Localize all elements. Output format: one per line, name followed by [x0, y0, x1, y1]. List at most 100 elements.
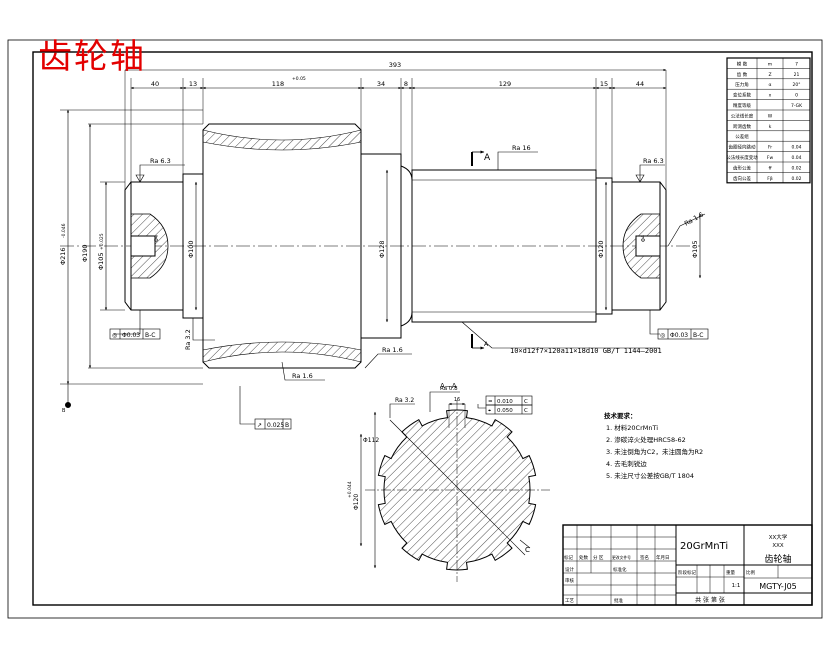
dim-118: 118 — [272, 80, 284, 88]
dim-40: 40 — [151, 80, 159, 88]
title-block — [562, 524, 813, 606]
tech-requirements: 技术要求： 1. 材料20CrMnTi 2. 渗碳淬火处理HRC58-62 3.… — [604, 411, 703, 480]
tb-material: 20GrMnTi — [680, 541, 728, 552]
param-cell: k — [769, 124, 772, 130]
main-view — [60, 68, 706, 425]
param-cell: 0.02 — [791, 165, 801, 171]
ra-16-step: Ra 1.6 — [382, 346, 403, 354]
datum-c: C — [525, 546, 530, 554]
tb-scale: 1:1 — [732, 583, 741, 589]
dim-118-tol: +0.05 — [292, 76, 306, 82]
param-cell: Z — [768, 72, 771, 78]
svg-text:B: B — [285, 422, 289, 429]
tb-label-ratio: 比例 — [746, 569, 755, 576]
fcf-runout: ↗ 0.025 B — [254, 418, 292, 430]
tb-label-count: 处数 — [579, 554, 588, 561]
tb-label-weight: 重量 — [726, 569, 735, 576]
tech-heading: 技术要求： — [604, 411, 637, 420]
tb-sheet-info: 共 张 第 张 — [695, 596, 725, 604]
tech-item: 1. 材料20CrMnTi — [606, 423, 658, 432]
tech-item: 2. 渗碳淬火处理HRC58-62 — [606, 435, 686, 444]
tb-label-zone: 分 区 — [593, 554, 604, 561]
dim-34: 34 — [377, 80, 385, 88]
param-cell: 0.02 — [791, 176, 801, 182]
tb-school: XX大学 — [769, 533, 788, 541]
section-a-a: A—A — [359, 382, 550, 582]
section-marker-bottom: A — [484, 341, 489, 348]
dim-4-right: Φ4 — [641, 235, 647, 242]
datum-b: B — [62, 408, 66, 414]
param-cell: 21 — [794, 72, 800, 78]
param-cell: 齿 数 — [737, 71, 748, 78]
param-cell: x — [769, 94, 772, 99]
dim-4-left: Φ4 — [154, 235, 160, 242]
outer-border — [7, 39, 823, 619]
dim-tip-diameter: Φ216 — [59, 247, 67, 265]
tech-item: 3. 未注倒角为C2，未注圆角为R2 — [606, 447, 703, 456]
ra-16-shaft: Ra 16 — [512, 144, 531, 152]
inner-border — [32, 51, 813, 606]
svg-text:Φ0.03: Φ0.03 — [122, 332, 140, 339]
param-cell: α — [769, 83, 772, 88]
param-cell: 0.04 — [791, 155, 801, 161]
param-cell: ff — [768, 165, 772, 171]
tech-item: 4. 去毛刺锐边 — [606, 459, 647, 468]
param-cell: 变位系数 — [733, 92, 751, 99]
tb-label-design: 设计 — [565, 566, 574, 573]
param-cell: Fβ — [767, 176, 773, 182]
dim-120-right: Φ120 — [597, 240, 605, 258]
section-marker-top: A — [484, 153, 491, 163]
ra-left-top: Ra 6.3 — [150, 157, 171, 165]
dim-105-left-tol: +0.025 — [99, 233, 105, 250]
ra-16-right: Ra 1.6 — [683, 210, 705, 227]
dim-100: Φ100 — [187, 240, 195, 258]
param-cell: Fw — [767, 155, 774, 161]
param-cell: 模 数 — [737, 60, 748, 67]
dim-105-right: Φ105 — [691, 240, 699, 258]
ra-32-left: Ra 3.2 — [184, 329, 192, 350]
part-title: 齿轮轴 — [38, 37, 146, 77]
fcf-left: ◎ Φ0.03 B-C — [109, 328, 161, 340]
param-cell: Fr — [768, 145, 772, 151]
dim-120-section-tol: +0.044 — [347, 481, 353, 498]
dim-190: Φ190 — [81, 244, 89, 262]
dim-129: 129 — [499, 80, 511, 88]
tb-drawing-no: MGTY-J05 — [759, 582, 797, 591]
tb-label-sign: 签名 — [640, 554, 649, 561]
fcf-right: ◎ Φ0.03 B-C — [657, 328, 709, 340]
spline-callout: 10×d12f7×120a11×18d10 GB/T 1144—2001 — [510, 347, 662, 355]
param-cell: 7 — [795, 61, 798, 67]
param-cell: 公差组 — [735, 133, 749, 140]
tb-label-approve: 批准 — [614, 597, 623, 604]
svg-text:0.025: 0.025 — [267, 422, 284, 429]
svg-text:B-C: B-C — [693, 332, 703, 339]
param-cell: m — [768, 62, 772, 67]
section-label: A—A — [440, 382, 457, 390]
ra-32-section: Ra 3.2 — [395, 397, 414, 404]
dim-overall-length: 393 — [389, 61, 401, 69]
param-cell: 公法线长度变动 — [726, 154, 758, 161]
svg-text:◎: ◎ — [112, 332, 117, 339]
tb-label-stage: 阶段标记 — [678, 569, 696, 576]
dim-120-section: Φ120 — [353, 494, 360, 510]
dim-13: 13 — [189, 80, 197, 88]
param-cell: 0 — [795, 93, 798, 99]
param-cell: 跨测齿数 — [733, 123, 751, 130]
dim-44: 44 — [636, 80, 644, 88]
dim-128: Φ128 — [378, 240, 386, 258]
tb-label-doc: 更改文件号 — [612, 555, 631, 560]
svg-text:⌖: ⌖ — [488, 408, 491, 414]
svg-text:↗: ↗ — [257, 422, 262, 429]
ra-right-top: Ra 6.3 — [643, 157, 664, 165]
param-cell: 压力角 — [735, 81, 749, 88]
svg-text:Φ0.03: Φ0.03 — [670, 332, 688, 339]
param-cell: 0.04 — [791, 145, 801, 151]
param-cell: 齿圈径向跳动 — [729, 144, 756, 151]
tb-label-mark: 标记 — [564, 554, 573, 561]
svg-text:B-C: B-C — [145, 332, 155, 339]
dim-8: 8 — [404, 80, 408, 88]
param-cell: 7-GK — [791, 103, 803, 109]
fcf-section: = 0.010 C ⌖ 0.050 C — [485, 395, 533, 415]
param-cell: 精度等级 — [733, 102, 751, 109]
